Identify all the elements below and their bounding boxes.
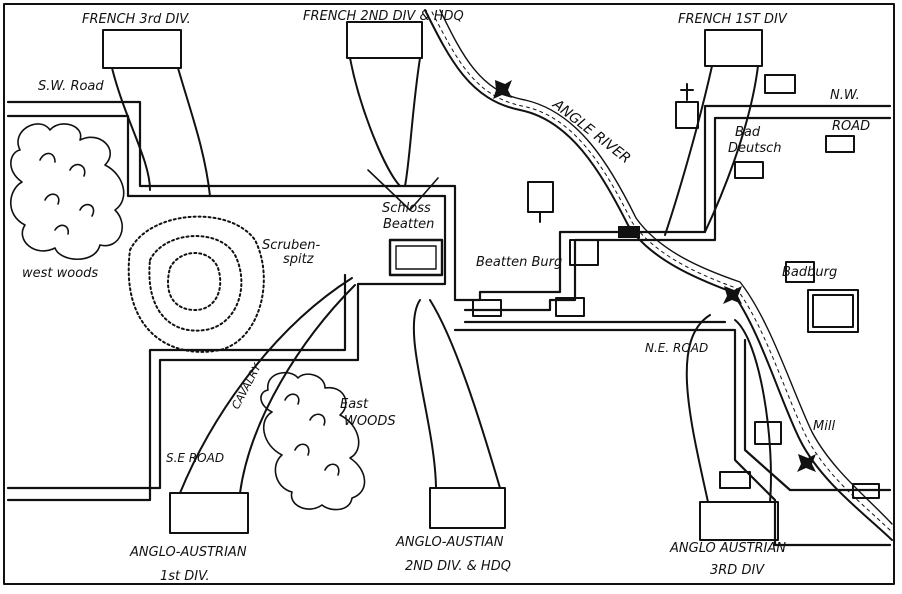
label-cavalry: CAVALRY [229, 361, 264, 412]
label-se-road: S.E ROAD [166, 451, 224, 465]
schloss-beatten [388, 238, 444, 277]
label-east-woods-1: East [340, 397, 369, 412]
east-woods [260, 371, 366, 511]
label-nw-road-2: ROAD [832, 119, 870, 134]
label-french-2nd-div: FRENCH 2ND DIV & HDQ [303, 9, 464, 24]
label-schloss-1: Schloss [382, 201, 431, 216]
label-aa-3rd-2: 3RD DIV [710, 563, 765, 578]
label-bad-deutsch-1: Bad [735, 125, 761, 140]
label-aa-3rd-1: ANGLO AUSTRIAN [669, 541, 786, 556]
label-east-woods-2: WOODS [344, 414, 396, 429]
label-ne-road: N.E. ROAD [645, 341, 708, 355]
label-aa-1st-1: ANGLO-AUSTRIAN [129, 545, 247, 560]
label-scrubenspitz-2: spitz [283, 252, 315, 267]
label-mill: Mill [813, 419, 835, 434]
label-west-woods: west woods [22, 266, 98, 281]
label-badburg: Badburg [782, 265, 837, 280]
french-2nd-div [346, 21, 439, 211]
scrubenspitz-hill [127, 215, 265, 353]
french-1st-div [664, 29, 763, 236]
buildings [472, 74, 880, 499]
label-aa-2nd-1: ANGLO-AUSTIAN [395, 535, 504, 550]
label-nw-road-1: N.W. [830, 88, 860, 103]
label-french-1st-div: FRENCH 1ST DIV [678, 12, 788, 27]
label-sw-road: S.W. Road [38, 79, 104, 94]
road-network [6, 100, 892, 547]
label-schloss-2: Beatten [383, 217, 434, 232]
anglo-austrian-2nd-div [412, 299, 506, 529]
map-border [3, 3, 895, 585]
label-aa-1st-2: 1st DIV. [160, 569, 210, 584]
label-bad-deutsch-2: Deutsch [728, 141, 782, 156]
label-scrubenspitz-1: Scruben- [262, 238, 320, 253]
label-beattenburg: Beatten Burg [476, 255, 562, 270]
label-french-3rd-div: FRENCH 3rd DIV. [82, 12, 191, 27]
anglo-austrian-3rd-div [685, 314, 779, 541]
label-angle-river: ANGLE RIVER [549, 96, 634, 167]
west-woods [9, 123, 125, 260]
anglo-austrian-1st-div [169, 277, 356, 534]
french-3rd-div [102, 29, 211, 197]
angle-river [424, 9, 893, 541]
crossing-marks [493, 80, 816, 472]
label-aa-2nd-2: 2ND DIV. & HDQ [405, 559, 511, 574]
